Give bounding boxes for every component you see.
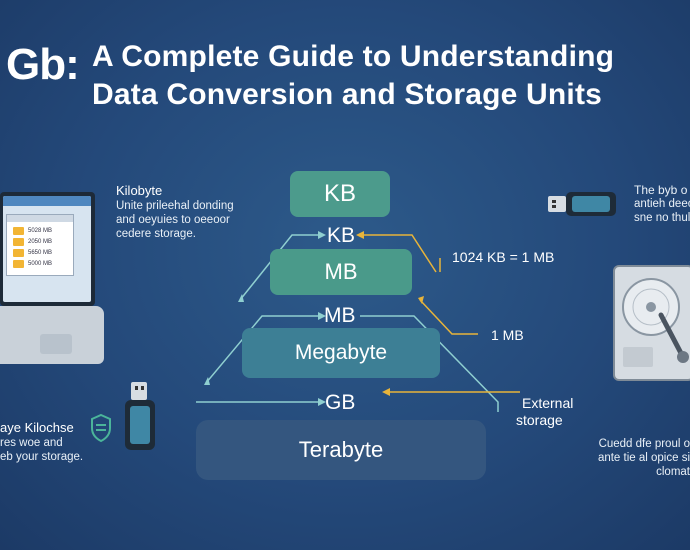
usb-drive-icon — [125, 382, 155, 450]
file-row: 5650 MB — [13, 249, 52, 257]
mb-label: MB — [324, 304, 356, 327]
right-bottom-note-line-1: Cuedd dfe proul o — [598, 438, 690, 450]
kb-label: KB — [327, 224, 356, 247]
conversion-arrow — [364, 234, 437, 273]
shield-icon — [91, 413, 111, 443]
title-line-2: Data Conversion and Storage Units — [92, 78, 603, 111]
right-top-note-line-2: antieh deec — [634, 198, 690, 210]
terabyte-box: Terabyte — [196, 420, 486, 480]
file-row: 5000 MB — [13, 260, 52, 268]
kilobyte-note-line-2: and oeyuies to oeeoor — [116, 214, 230, 226]
right-top-note: The byb o antieh deec sne no thula — [634, 183, 690, 225]
kb-left-connector — [239, 234, 322, 301]
right-bottom-note: Cuedd dfe proul o ante tie al opice si c… — [597, 437, 690, 479]
file-row: 5028 MB — [13, 227, 52, 235]
right-bottom-note-line-3: clomat — [656, 466, 690, 478]
file-row: 2050 MB — [13, 238, 52, 246]
kilobyte-note-line-1: Unite prileehal donding — [116, 200, 234, 212]
right-top-note-line-1: The byb o — [634, 183, 688, 197]
mb-right-connector — [360, 315, 499, 412]
conversion-annotation: 1024 KB = 1 MB — [452, 249, 555, 265]
title-prefix: Gb: — [6, 40, 80, 89]
external-storage-line-1: External — [522, 395, 574, 411]
kilobyte-note-line-3: cedere storage. — [116, 228, 196, 240]
kb-box: KB — [290, 171, 390, 217]
one-mb-arrow — [419, 299, 478, 335]
gb-label: GB — [325, 391, 356, 414]
kilobyte-note: Kilobyte Unite prileehal donding and oey… — [116, 183, 234, 241]
left-note: aye Kilochse res woe and eb your storage… — [0, 420, 83, 464]
title-line-1: A Complete Guide to Understanding — [92, 40, 615, 73]
mb-left-connector — [205, 315, 322, 384]
file-window: 5028 MB 2050 MB 5650 MB 5000 MB — [6, 214, 74, 276]
left-note-line-1: aye Kilochse — [0, 420, 74, 435]
mb-box: MB — [270, 249, 412, 295]
megabyte-box: Megabyte — [242, 328, 440, 378]
hard-drive-icon — [613, 265, 690, 381]
left-note-line-2: res woe and — [0, 437, 63, 449]
usb-drive-icon — [548, 192, 616, 216]
one-mb-annotation: 1 MB — [491, 327, 524, 343]
kilobyte-note-heading: Kilobyte — [116, 183, 163, 198]
right-top-note-line-3: sne no thula — [634, 212, 690, 224]
external-storage-line-2: storage — [516, 412, 563, 428]
left-note-line-3: eb your storage. — [0, 451, 84, 463]
right-bottom-note-line-2: ante tie al opice si — [597, 452, 690, 464]
